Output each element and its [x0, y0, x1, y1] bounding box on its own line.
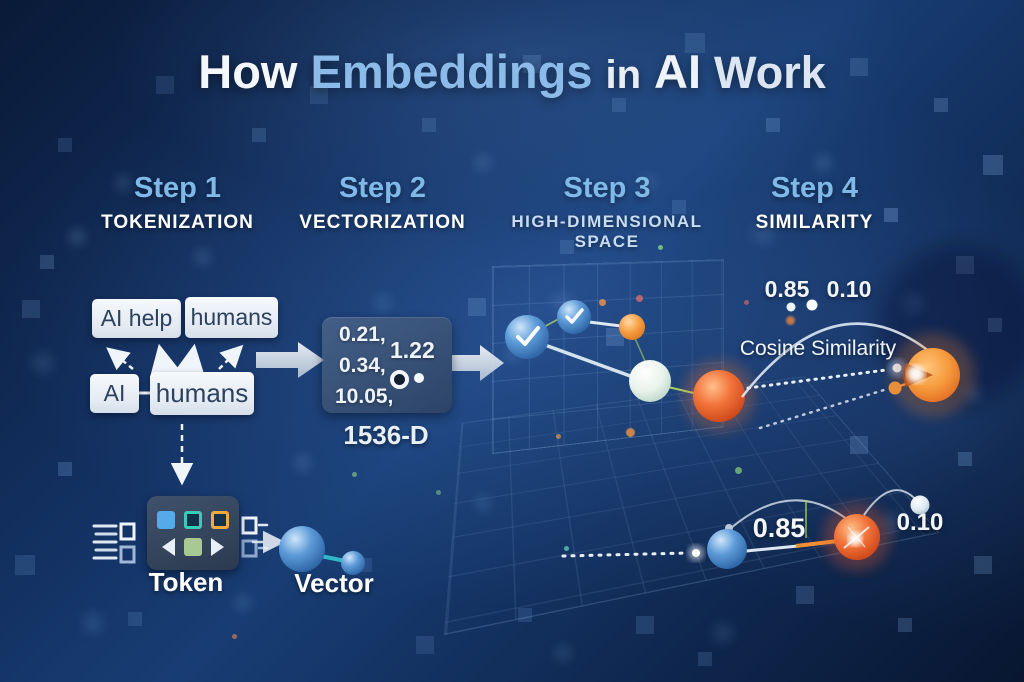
- step-2-label: Step 2: [338, 172, 427, 204]
- similarity-bottom-graphic: [561, 489, 930, 571]
- vector-label: Vector: [294, 568, 374, 598]
- step-1-header: Step 1 TOKENIZATION: [95, 172, 260, 234]
- vector-value-4: 1.22: [390, 337, 435, 363]
- page-title: How Embeddings in AI Work: [0, 44, 1024, 99]
- vector-value-3: 10.05,: [335, 385, 394, 408]
- title-word-embeddings: Embeddings: [310, 45, 593, 98]
- step-1-label: Step 1: [133, 172, 222, 204]
- bottom-low-score: 0.10: [896, 509, 944, 536]
- chip-row-bottom: [147, 537, 239, 556]
- title-word-work: Work: [714, 47, 826, 98]
- chip-pins: [92, 516, 269, 564]
- token-box-humans-top: humans: [185, 297, 278, 338]
- token-chip-icon: [147, 496, 239, 570]
- step-4-header: Step 4 SIMILARITY: [742, 172, 887, 234]
- right-triangle-icon: [211, 537, 224, 556]
- ring-dot-icon: [390, 370, 409, 389]
- step-4-caption: SIMILARITY: [755, 212, 874, 233]
- token-label: Token: [148, 567, 224, 597]
- step-3-header: Step 3 HIGH-DIMENSIONAL SPACE: [478, 172, 736, 252]
- cosine-similarity-graphic: [741, 245, 1024, 430]
- left-triangle-icon: [162, 537, 175, 556]
- dimension-label: 1536-D: [343, 420, 429, 450]
- hyperspace-points: [505, 300, 755, 432]
- step-4-label: Step 4: [770, 172, 859, 204]
- cosine-similarity-label: Cosine Similarity: [739, 337, 897, 360]
- step-1-caption: TOKENIZATION: [101, 212, 254, 233]
- vector-value-2: 0.34,: [339, 354, 386, 377]
- title-word-in: in: [605, 53, 642, 97]
- flow-arrow-step1-to-step2: [256, 342, 324, 378]
- step-2-header: Step 2 VECTORIZATION: [295, 172, 470, 234]
- cosine-high-score: 0.85: [764, 276, 810, 302]
- token-box-ai-help: AI help: [92, 299, 181, 338]
- orange-outline-icon: [211, 510, 229, 529]
- cosine-low-score: 0.10: [826, 276, 872, 302]
- flow-arrow-step2-to-step3: [452, 345, 504, 381]
- vector-value-1: 0.21,: [339, 323, 386, 346]
- chip-row-top: [147, 510, 239, 529]
- token-box-humans-bottom: humans: [150, 372, 254, 415]
- vector-values-box: 0.21, 0.34, 10.05, 1.22: [322, 317, 452, 413]
- step-3-label: Step 3: [563, 172, 651, 204]
- step-2-caption: VECTORIZATION: [299, 212, 466, 233]
- teal-outline-icon: [184, 510, 202, 529]
- green-square-icon: [184, 537, 202, 556]
- title-word-ai: AI: [654, 45, 702, 98]
- title-word-how: How: [198, 45, 298, 98]
- blue-square-icon: [157, 510, 175, 529]
- white-dot-icon: [414, 373, 424, 383]
- token-box-ai: AI: [90, 374, 139, 413]
- bottom-high-score: 0.85: [752, 513, 806, 543]
- vector-glyph: [279, 526, 365, 575]
- step-3-caption: HIGH-DIMENSIONAL SPACE: [511, 212, 703, 251]
